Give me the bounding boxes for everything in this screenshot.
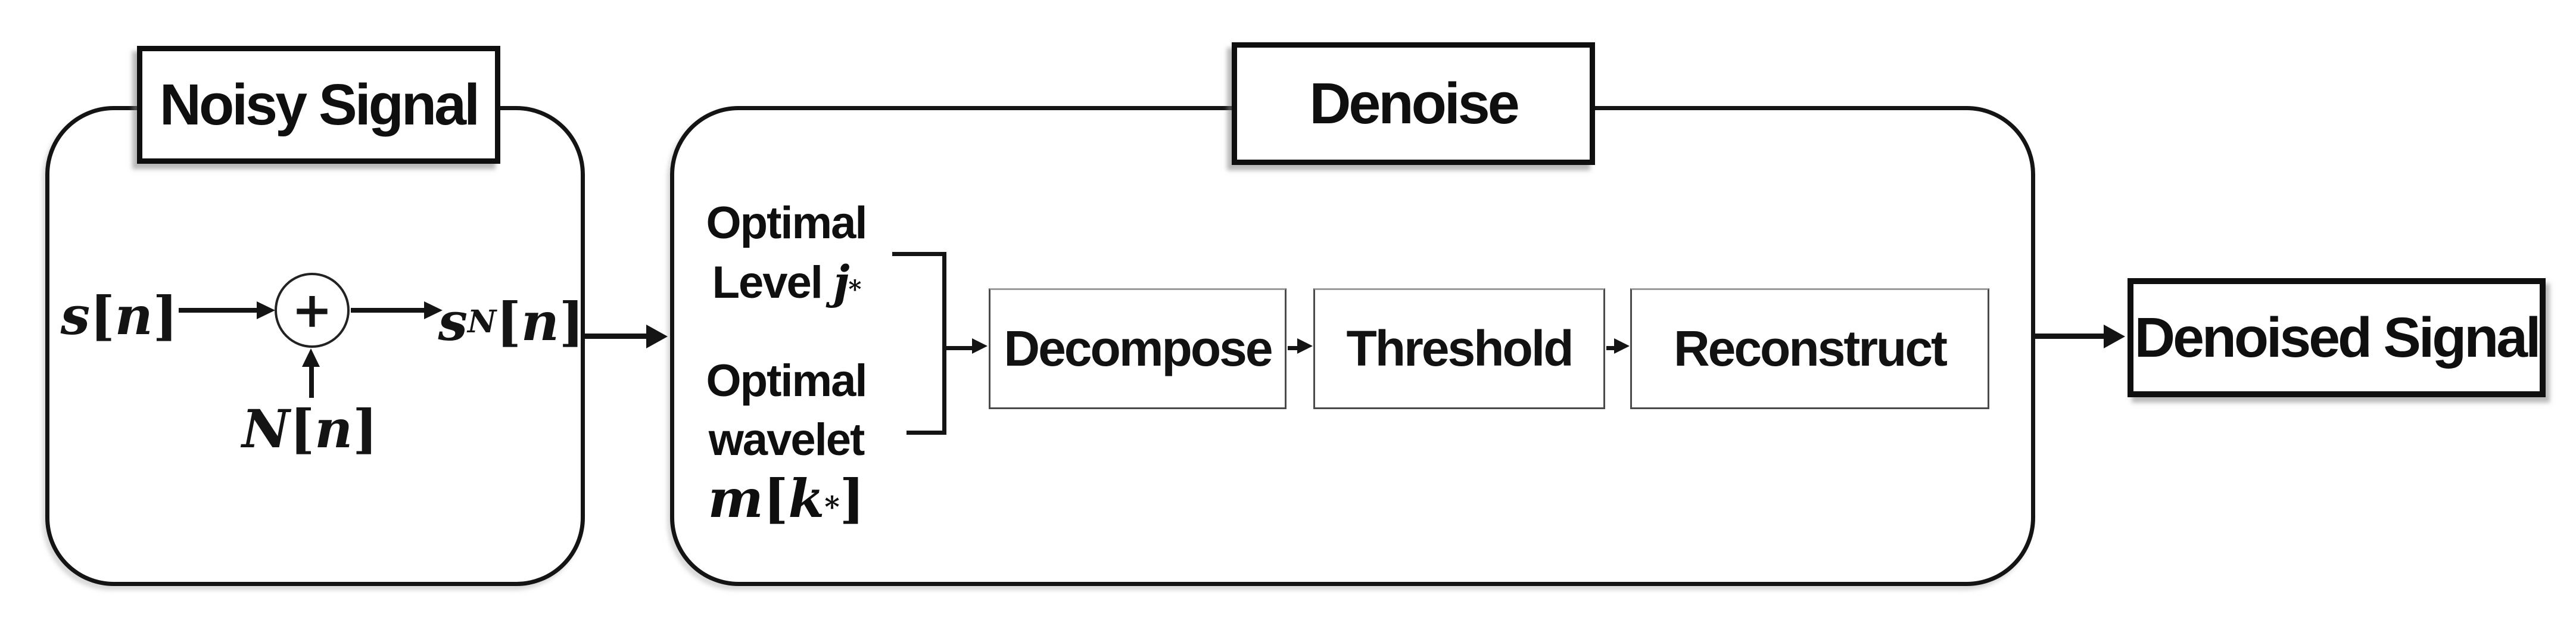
noisy-signal-title: Noisy Signal bbox=[159, 72, 480, 137]
arrow-noise-to-sum-head bbox=[302, 348, 320, 367]
noise-signal-label: N[n] bbox=[242, 398, 378, 460]
bracket-spine bbox=[942, 252, 946, 435]
arrow-sum-to-output-line bbox=[351, 308, 424, 313]
arrow-denoise-to-output-head bbox=[2104, 325, 2125, 348]
wavelet-expression: m[k*] bbox=[708, 468, 865, 529]
threshold-label: Threshold bbox=[1346, 320, 1574, 376]
threshold-box: Threshold bbox=[1313, 288, 1605, 409]
decompose-box: Decompose bbox=[989, 288, 1287, 409]
arrow-denoise-to-output-line bbox=[2033, 334, 2104, 339]
optimal-level-label: Optimal Level j* bbox=[706, 198, 868, 308]
input-signal-var: s bbox=[60, 284, 91, 347]
denoise-title-box: Denoise bbox=[1232, 42, 1595, 165]
sum-junction: + bbox=[275, 273, 350, 348]
reconstruct-label: Reconstruct bbox=[1673, 320, 1948, 376]
arrow-params-to-decompose-line bbox=[946, 346, 973, 350]
arrow-params-to-decompose-head bbox=[972, 338, 988, 354]
optimal-wavelet-label: Optimal wavelet m[k*] bbox=[679, 351, 893, 528]
denoise-title: Denoise bbox=[1309, 71, 1519, 136]
denoised-signal-box: Denoised Signal bbox=[2128, 278, 2546, 397]
arrow-noisy-to-denoise-head bbox=[646, 325, 668, 348]
bracket-bottom-arm bbox=[907, 431, 946, 435]
arrow-threshold-to-reconstruct-head bbox=[1614, 338, 1630, 354]
plus-icon: + bbox=[291, 282, 333, 339]
arrow-input-to-sum-line bbox=[179, 308, 257, 313]
reconstruct-box: Reconstruct bbox=[1630, 288, 1989, 409]
arrow-threshold-to-reconstruct-line bbox=[1606, 346, 1615, 350]
arrow-noisy-to-denoise-line bbox=[583, 334, 646, 339]
input-signal-label: s[n] bbox=[60, 284, 178, 347]
arrow-noise-to-sum-line bbox=[309, 365, 314, 398]
noisy-signal-title-box: Noisy Signal bbox=[137, 46, 500, 164]
decompose-label: Decompose bbox=[1004, 320, 1273, 376]
arrow-decompose-to-threshold-line bbox=[1288, 346, 1298, 350]
arrow-input-to-sum-head bbox=[257, 301, 275, 319]
arrow-decompose-to-threshold-head bbox=[1297, 338, 1313, 354]
arrow-sum-to-output-head bbox=[424, 301, 443, 319]
bracket-top-arm bbox=[892, 252, 946, 256]
denoised-signal-title: Denoised Signal bbox=[2134, 306, 2541, 369]
